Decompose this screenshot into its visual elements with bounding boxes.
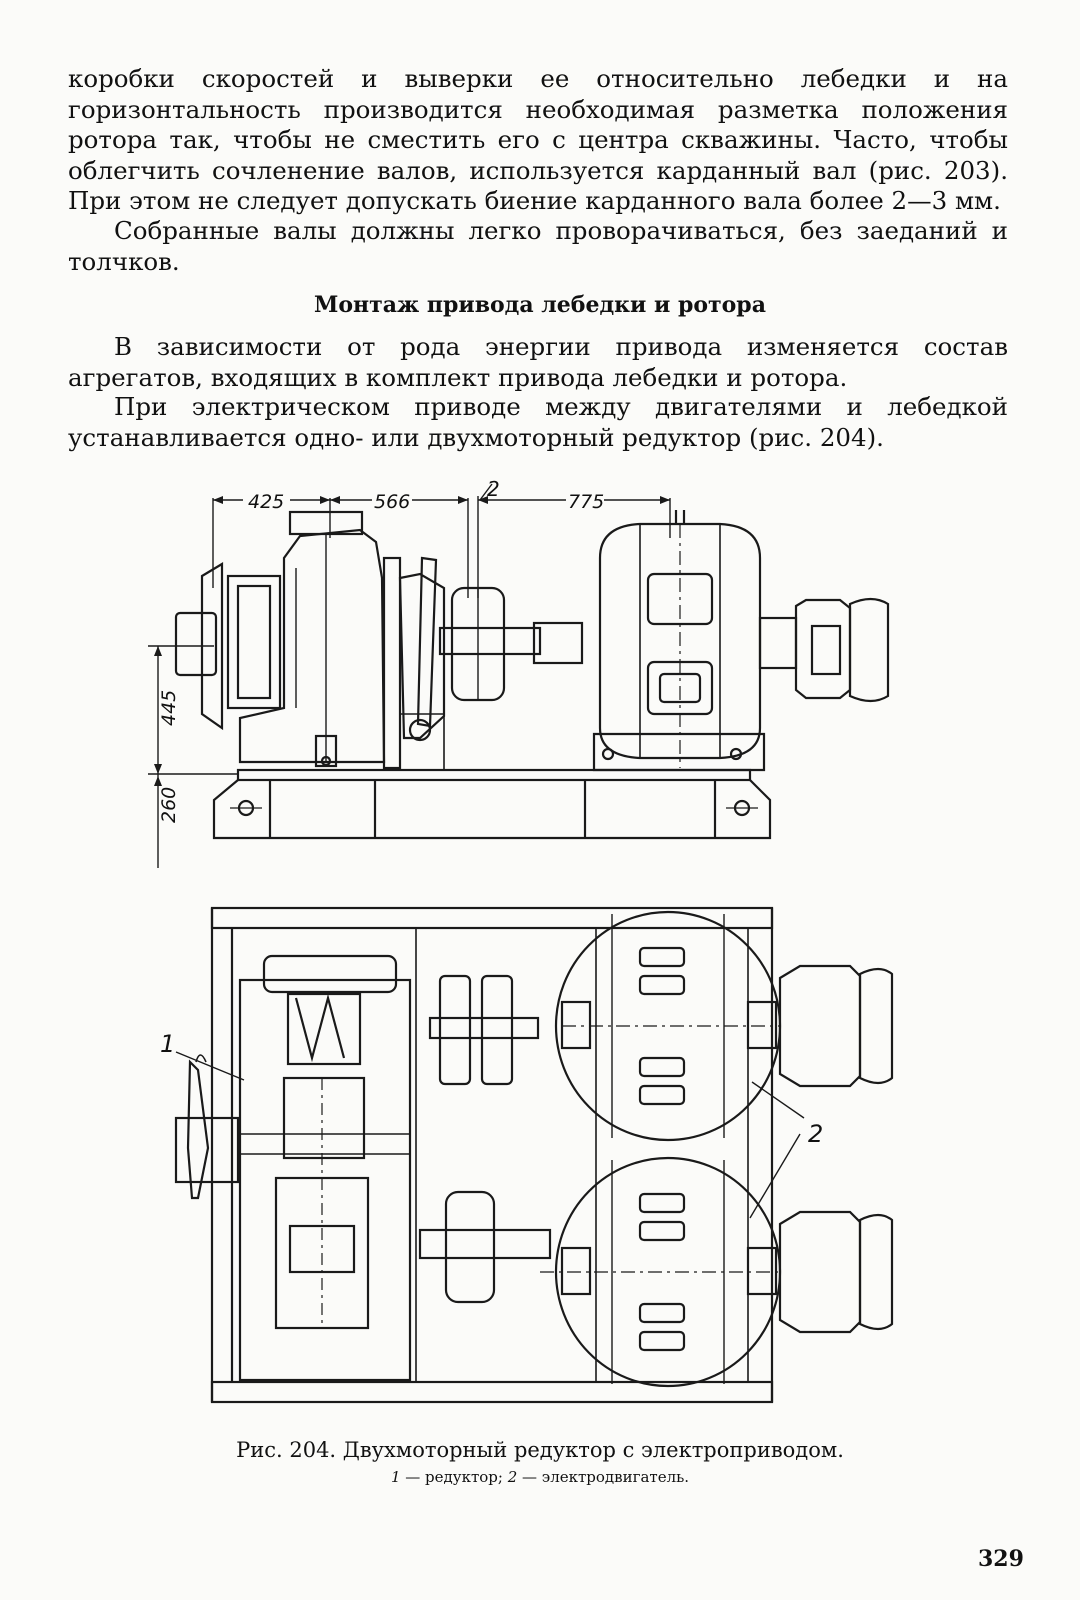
callout-1: 1 — [160, 1030, 175, 1058]
figure-caption: Рис. 204. Двухмоторный редуктор с электр… — [236, 1438, 844, 1462]
legend-num-1: 1 — [390, 1468, 401, 1486]
dim-775: 775 — [568, 491, 604, 513]
figure-reducer-drawing: 425 566 775 2 445 260 — [148, 478, 894, 1404]
dim-445: 445 — [158, 690, 180, 726]
side-view: 425 566 775 2 445 260 — [148, 478, 890, 868]
legend-text-2: — электродвигатель. — [517, 1468, 690, 1486]
top-view: 1 2 — [160, 906, 894, 1404]
paragraph-1: коробки скоростей и выверки ее относител… — [68, 64, 1008, 215]
paragraph-2: Собранные валы должны легко проворачиват… — [68, 216, 1008, 276]
page-number: 329 — [978, 1546, 1024, 1572]
callout-top-2: 2 — [487, 478, 500, 501]
dim-425: 425 — [248, 491, 284, 513]
paragraph-3: В зависимости от рода энергии привода из… — [68, 332, 1008, 392]
figure-legend: 1 — редуктор; 2 — электродвигатель. — [0, 1468, 1080, 1486]
legend-num-2: 2 — [507, 1468, 518, 1486]
dim-566: 566 — [374, 491, 410, 513]
legend-text-1: — редуктор; — [400, 1468, 508, 1486]
section-heading: Монтаж привода лебедки и ротора — [314, 292, 766, 318]
dim-260: 260 — [158, 787, 180, 823]
paragraph-4: При электрическом приводе между двигател… — [68, 392, 1008, 452]
callout-2: 2 — [808, 1120, 823, 1148]
